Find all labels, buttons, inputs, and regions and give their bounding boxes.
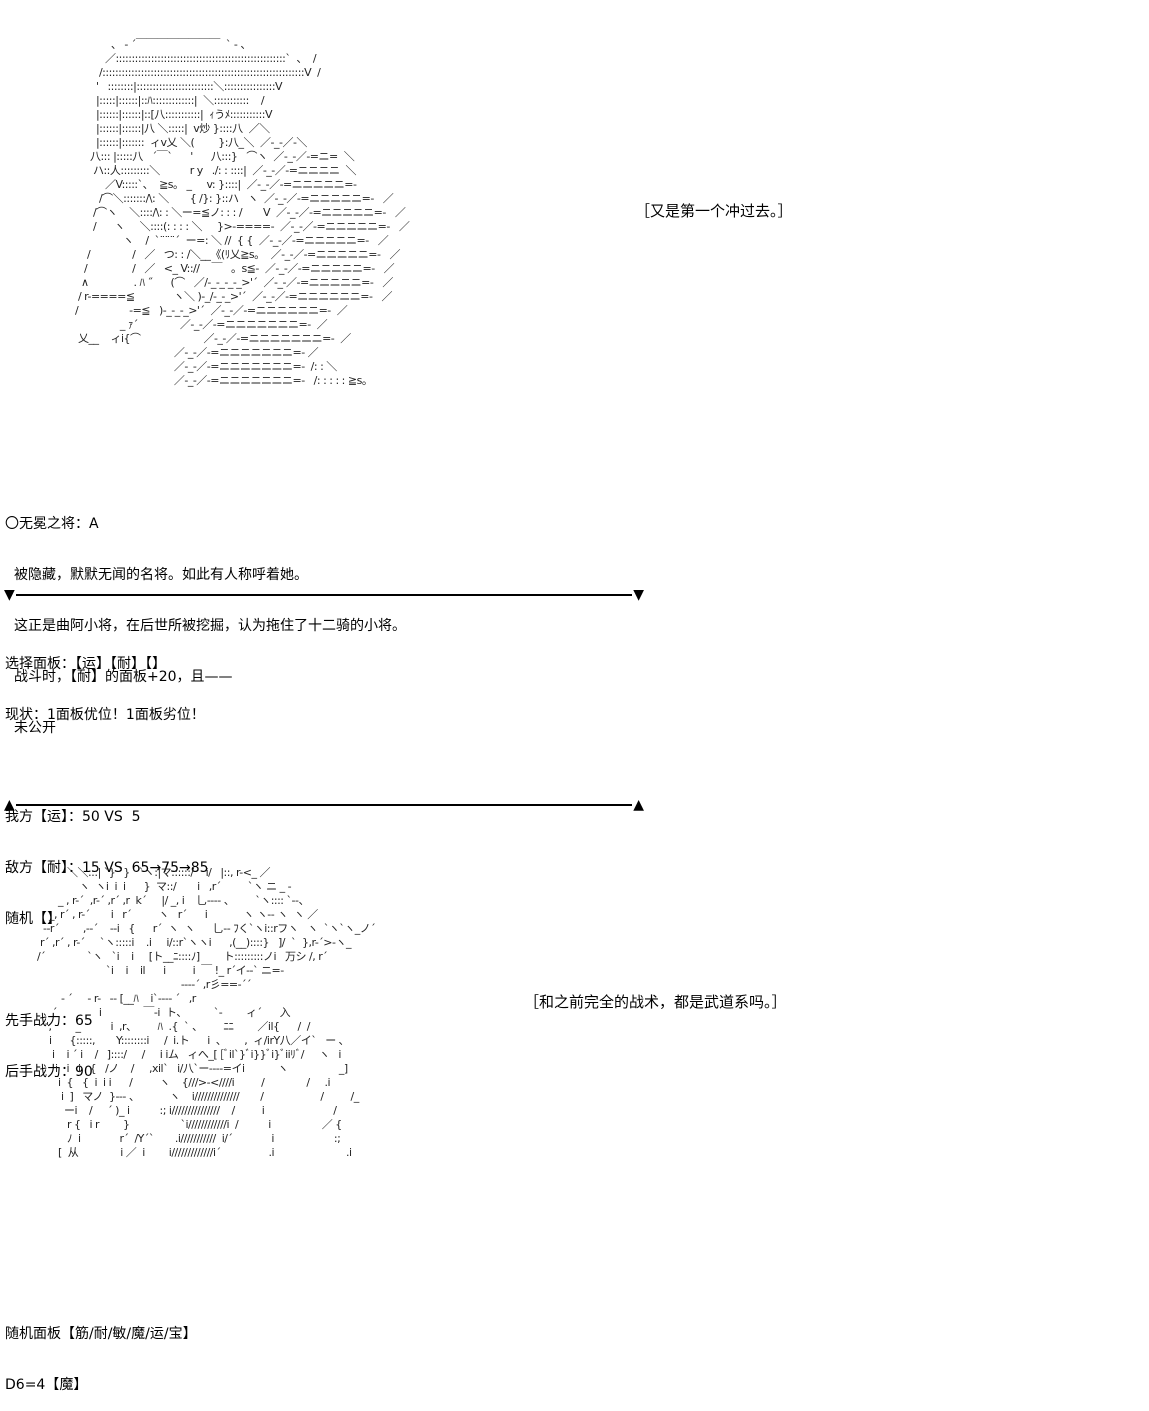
up-triangle-icon: ▲ [633,797,644,813]
first-power: 先手战力：65 [5,1013,93,1029]
divider-line [16,804,632,806]
profile-title: 〇无冕之将：A [5,516,99,532]
panel-select: 选择面板：【运】【耐】【】 [5,656,166,672]
our-stat: 我方【运】：50 VS 5 [5,809,141,825]
ascii-art-armored-warrior: ＼＼:::| `} `} `ヽ:|マ::::::/ i/ |::, r-<_ ／… [36,866,376,1159]
up-triangle-icon: ▲ [4,797,15,813]
battle-block: 选择面板：【运】【耐】【】 现状：1面板优位！1面板劣位！ 我方【运】：50 V… [5,622,209,1098]
random-stat: 随机【】 [5,911,61,927]
panel-status: 现状：1面板优位！1面板劣位！ [5,707,205,723]
random-panel-list: 随机面板【筋/耐/敏/魔/运/宝】 [5,1326,197,1342]
second-power: 后手战力：90 [5,1064,93,1080]
profile-block: 〇无冕之将：A 被隐藏，默默无闻的名将。如此有人称呼着她。 这正是曲阿小将，在后… [5,482,406,754]
caption-first-charge: ［又是第一个冲过去。］ [635,202,793,220]
caption-martial-style: ［和之前完全的战术，都是武道系吗。］ [524,993,787,1011]
profile-line: 这正是曲阿小将，在后世所被挖掘，认为拖住了十二骑的小将。 [14,618,406,634]
footer-block: 随机面板【筋/耐/敏/魔/运/宝】 D6=4【魔】 [5,1292,197,1411]
down-triangle-icon: ▼ [633,587,644,603]
profile-line: 被隐藏，默默无闻的名将。如此有人称呼着她。 [14,567,308,583]
divider-line [16,594,632,596]
profile-line: 战斗时，【耐】的面板+20，且—— [14,669,233,685]
dice-result: D6=4【魔】 [5,1377,88,1393]
down-triangle-icon: ▼ [4,587,15,603]
profile-line: 未公开 [14,720,56,736]
enemy-stat: 敌方【耐】：15 VS 65→75→85 [5,860,209,876]
section-divider-bottom: ▲ ▲ [4,797,644,813]
section-divider-top: ▼ ▼ [4,587,644,603]
ascii-art-character-with-board: 、 ‐ ´￣￣￣￣￣￣￣￣ ` ‐ 、 ／:::::::::::::::::::… [74,38,410,387]
